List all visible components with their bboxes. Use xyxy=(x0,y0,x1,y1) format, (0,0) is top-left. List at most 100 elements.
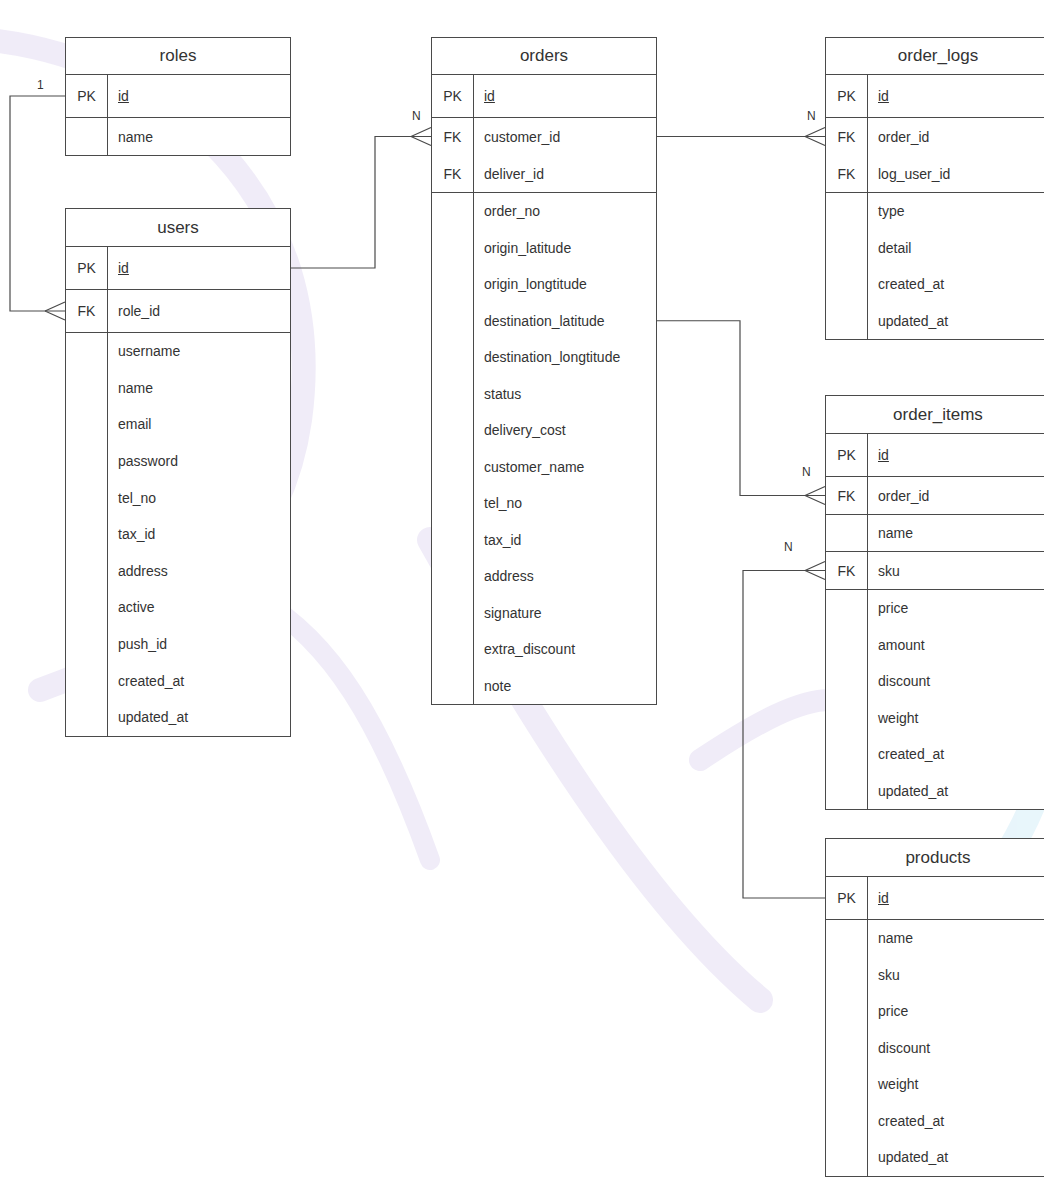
key-marker: PK xyxy=(837,447,856,463)
key-cell: PK xyxy=(66,75,108,117)
key-cell xyxy=(826,736,868,773)
key-cell xyxy=(66,406,108,443)
key-marker: FK xyxy=(444,129,462,145)
table-row: FKsku xyxy=(826,552,1044,589)
key-cell: PK xyxy=(66,247,108,289)
key-cell xyxy=(66,443,108,480)
table-row: weight xyxy=(826,700,1044,737)
field-name: order_id xyxy=(878,488,929,504)
field-name: id xyxy=(484,88,495,104)
table-section: typedetailcreated_atupdated_at xyxy=(826,192,1044,339)
crows-foot xyxy=(805,562,825,580)
table-row: FKorder_id xyxy=(826,477,1044,514)
key-cell xyxy=(826,993,868,1030)
key-cell xyxy=(826,957,868,994)
table-row: created_at xyxy=(826,736,1044,773)
table-row: price xyxy=(826,993,1044,1030)
field-cell: order_no xyxy=(474,193,540,230)
relationship-line xyxy=(657,321,825,496)
field-cell: email xyxy=(108,406,151,443)
field-cell: deliver_id xyxy=(474,155,544,192)
table-row: name xyxy=(66,370,290,407)
field-cell: price xyxy=(868,993,908,1030)
table-row: active xyxy=(66,589,290,626)
field-cell: name xyxy=(108,118,153,155)
table-name: products xyxy=(826,839,1044,876)
field-name: deliver_id xyxy=(484,166,544,182)
key-cell xyxy=(432,558,474,595)
field-cell: role_id xyxy=(108,290,160,332)
relationship-group xyxy=(291,128,431,269)
table-row: amount xyxy=(826,627,1044,664)
field-cell: status xyxy=(474,376,521,413)
field-name: created_at xyxy=(878,276,944,292)
table-row: PKid xyxy=(826,434,1044,476)
cardinality-label: N xyxy=(783,540,794,554)
field-cell: id xyxy=(108,247,129,289)
key-cell xyxy=(432,449,474,486)
field-name: email xyxy=(118,416,151,432)
key-cell xyxy=(826,266,868,303)
key-marker: PK xyxy=(837,88,856,104)
key-marker: PK xyxy=(77,260,96,276)
field-name: tel_no xyxy=(484,495,522,511)
table-row: updated_at xyxy=(66,699,290,736)
relationship-group xyxy=(657,128,825,146)
field-cell: order_id xyxy=(868,118,929,155)
field-name: password xyxy=(118,453,178,469)
table-row: price xyxy=(826,590,1044,627)
table-row: tax_id xyxy=(432,522,656,559)
field-cell: updated_at xyxy=(108,699,188,736)
table-row: name xyxy=(826,515,1044,551)
field-name: tax_id xyxy=(118,526,155,542)
field-name: name xyxy=(878,930,913,946)
entity-table: order_itemsPKidFKorder_idnameFKskupricea… xyxy=(825,395,1044,810)
field-name: id xyxy=(878,890,889,906)
field-cell: discount xyxy=(868,663,930,700)
key-cell xyxy=(66,626,108,663)
key-cell: FK xyxy=(826,118,868,155)
table-section: PKid xyxy=(826,433,1044,476)
field-cell: destination_latitude xyxy=(474,303,605,340)
relationship-line xyxy=(10,96,65,311)
field-name: role_id xyxy=(118,303,160,319)
field-name: id xyxy=(878,88,889,104)
crows-foot xyxy=(45,302,65,320)
table-name: order_logs xyxy=(826,38,1044,74)
field-name: sku xyxy=(878,967,900,983)
field-cell: customer_name xyxy=(474,449,584,486)
table-row: status xyxy=(432,376,656,413)
table-row: username xyxy=(66,333,290,370)
table-section: PKid xyxy=(66,74,290,117)
table-section: usernamenameemailpasswordtel_notax_idadd… xyxy=(66,332,290,736)
field-cell: address xyxy=(108,553,168,590)
field-cell: push_id xyxy=(108,626,167,663)
field-name: price xyxy=(878,600,908,616)
key-cell xyxy=(432,303,474,340)
field-cell: id xyxy=(868,75,889,117)
key-cell xyxy=(66,479,108,516)
table-row: FKrole_id xyxy=(66,290,290,332)
field-name: updated_at xyxy=(878,313,948,329)
field-name: updated_at xyxy=(118,709,188,725)
table-row: push_id xyxy=(66,626,290,663)
table-row: FKlog_user_id xyxy=(826,155,1044,192)
crows-foot xyxy=(805,128,825,146)
key-marker: FK xyxy=(838,166,856,182)
table-row: PK id xyxy=(66,247,290,289)
field-cell: note xyxy=(474,668,511,705)
table-row: tax_id xyxy=(66,516,290,553)
key-cell xyxy=(432,230,474,267)
key-cell xyxy=(826,700,868,737)
field-name: sku xyxy=(878,563,900,579)
key-cell xyxy=(66,553,108,590)
field-cell: signature xyxy=(474,595,542,632)
field-cell: weight xyxy=(868,1066,918,1103)
table-name: users xyxy=(66,209,290,246)
field-name: note xyxy=(484,678,511,694)
key-cell xyxy=(432,522,474,559)
key-cell xyxy=(826,230,868,267)
table-row: PKid xyxy=(432,75,656,117)
field-cell: discount xyxy=(868,1030,930,1067)
table-row: destination_latitude xyxy=(432,303,656,340)
